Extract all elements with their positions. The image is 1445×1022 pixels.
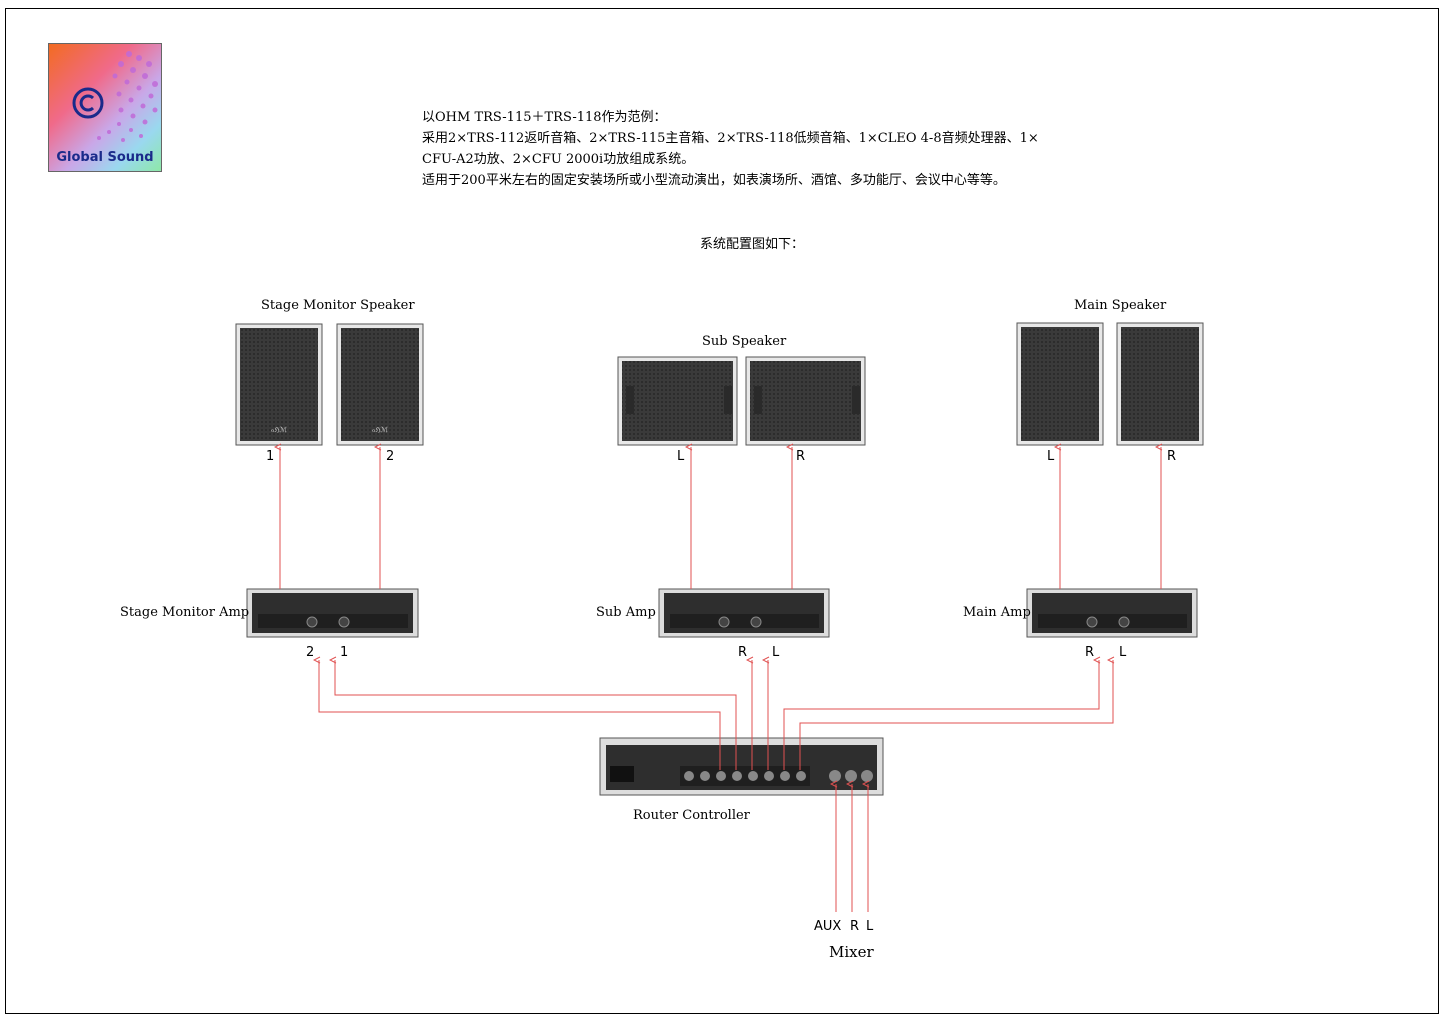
svg-text:ℴℌℳ: ℴℌℳ	[372, 426, 389, 434]
main-amp-label: Main Amp	[963, 605, 1031, 620]
port-label: 1	[340, 645, 349, 660]
sub-amp-label: Sub Amp	[596, 605, 656, 620]
port-label: R	[796, 449, 806, 464]
intro-line: 适用于200平米左右的固定安装场所或小型流动演出，如表演场所、酒馆、多功能厅、会…	[422, 173, 1006, 188]
port-label: R	[738, 645, 748, 660]
logo-dots-icon	[97, 51, 158, 142]
speaker-wires	[280, 447, 1161, 589]
port-label: L	[677, 449, 685, 464]
port-label: L	[1119, 645, 1127, 660]
main-amp	[1026, 588, 1198, 638]
main-speaker-l	[1016, 322, 1104, 446]
logo-text: Global Sound	[56, 150, 154, 165]
svg-text:ℴℌℳ: ℴℌℳ	[271, 426, 288, 434]
diagram-subtitle: 系统配置图如下：	[700, 237, 805, 252]
router-controller-label: Router Controller	[633, 808, 750, 823]
stage-monitor-amp	[246, 588, 419, 638]
page-frame	[5, 8, 1439, 1014]
stage-monitor-amp-label: Stage Monitor Amp	[120, 605, 250, 620]
port-label: R	[1167, 449, 1177, 464]
stage-monitor-speaker-2: ℴℌℳ	[336, 323, 424, 446]
sub-amp	[658, 588, 830, 638]
port-label: L	[772, 645, 780, 660]
stage-monitor-speaker-label: Stage Monitor Speaker	[261, 298, 415, 313]
intro-line: 采用2×TRS-112返听音箱、2×TRS-115主音箱、2×TRS-118低频…	[422, 131, 1039, 146]
sub-speaker-label: Sub Speaker	[702, 334, 787, 349]
logo: Global Sound	[48, 43, 162, 172]
main-speaker-r	[1116, 322, 1204, 446]
sub-speaker-r	[745, 356, 866, 446]
signal-wires	[319, 660, 1113, 770]
intro-text: 以OHM TRS-115＋TRS-118作为范例： 采用2×TRS-112返听音…	[422, 107, 1039, 191]
sub-speaker-l	[617, 356, 738, 446]
intro-line: CFU-A2功放、2×CFU 2000i功放组成系统。	[422, 152, 695, 167]
port-label: R	[850, 919, 860, 934]
router-controller	[599, 737, 884, 796]
port-label: L	[866, 919, 874, 934]
intro-line: 以OHM TRS-115＋TRS-118作为范例：	[422, 110, 667, 125]
port-label: 2	[306, 645, 315, 660]
mixer-label: Mixer	[829, 943, 874, 961]
mixer-wires	[836, 784, 868, 912]
port-label: R	[1085, 645, 1095, 660]
port-label: L	[1047, 449, 1055, 464]
global-sound-logo-icon	[72, 87, 104, 119]
port-label: 2	[386, 449, 395, 464]
stage-monitor-speaker-1: ℴℌℳ	[235, 323, 323, 446]
port-label: 1	[266, 449, 275, 464]
port-label: AUX	[814, 919, 842, 934]
main-speaker-label: Main Speaker	[1074, 298, 1167, 313]
